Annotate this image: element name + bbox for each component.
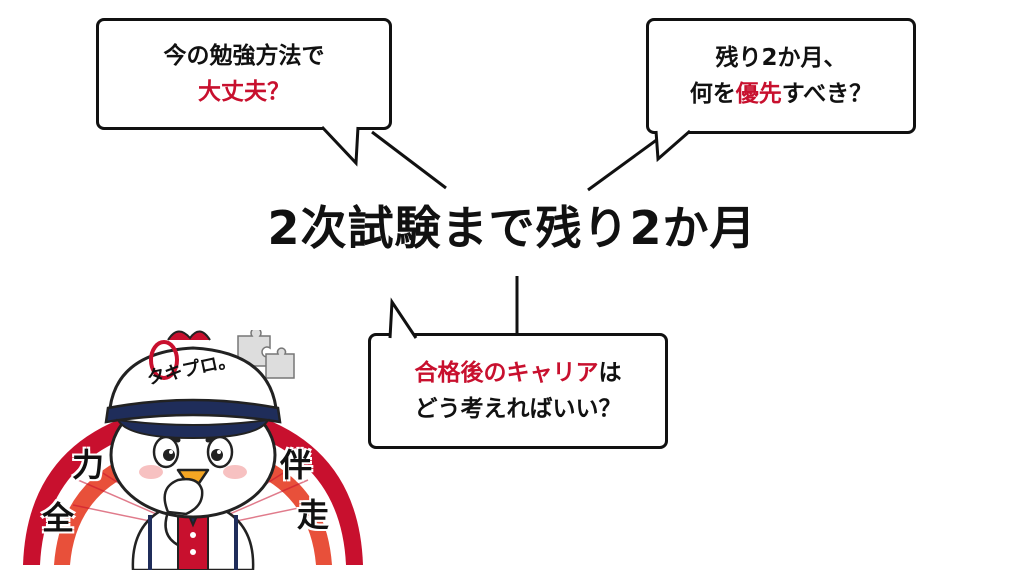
mascot-hand <box>163 477 204 547</box>
slogan-char: 伴 <box>280 446 313 484</box>
mascot-comb <box>167 330 211 341</box>
bubble-text: 何を <box>689 81 736 107</box>
main-title: 2次試験まで残り2か月 <box>267 201 757 255</box>
speech-bubble-career: 合格後のキャリアは どう考えればいい？ <box>368 333 668 449</box>
mascot-illustration <box>23 330 363 570</box>
bubble-tail <box>654 129 691 163</box>
bubble-line: 合格後のキャリアは <box>415 355 622 391</box>
slogan-char: 全 <box>42 499 75 537</box>
bubble-text: すべき？ <box>781 81 873 107</box>
connector-top-left <box>371 130 447 190</box>
bubble-line: 今の勉強方法で <box>163 43 325 69</box>
bubble-tail <box>388 297 418 339</box>
bubble-highlight: 合格後のキャリア <box>414 360 599 386</box>
speech-bubble-study-method: 今の勉強方法で 大丈夫？ <box>96 18 392 130</box>
bubble-text: は <box>598 360 622 386</box>
bubble-line: 残り2か月、 <box>715 45 847 71</box>
bubble-tail <box>320 125 360 167</box>
mascot-cap <box>104 340 282 440</box>
connector-top-right <box>587 134 663 192</box>
bubble-highlight: 優先 <box>735 81 782 107</box>
puzzle-icon <box>237 330 295 379</box>
bubble-highlight: 大丈夫？ <box>198 79 290 105</box>
speech-bubble-priority: 残り2か月、 何を優先すべき？ <box>646 18 916 134</box>
slogan-char: 力 <box>72 446 105 484</box>
bubble-line: どう考えればいい？ <box>414 396 622 422</box>
bubble-line: 何を優先すべき？ <box>690 76 872 112</box>
slogan-char: 走 <box>297 496 330 534</box>
